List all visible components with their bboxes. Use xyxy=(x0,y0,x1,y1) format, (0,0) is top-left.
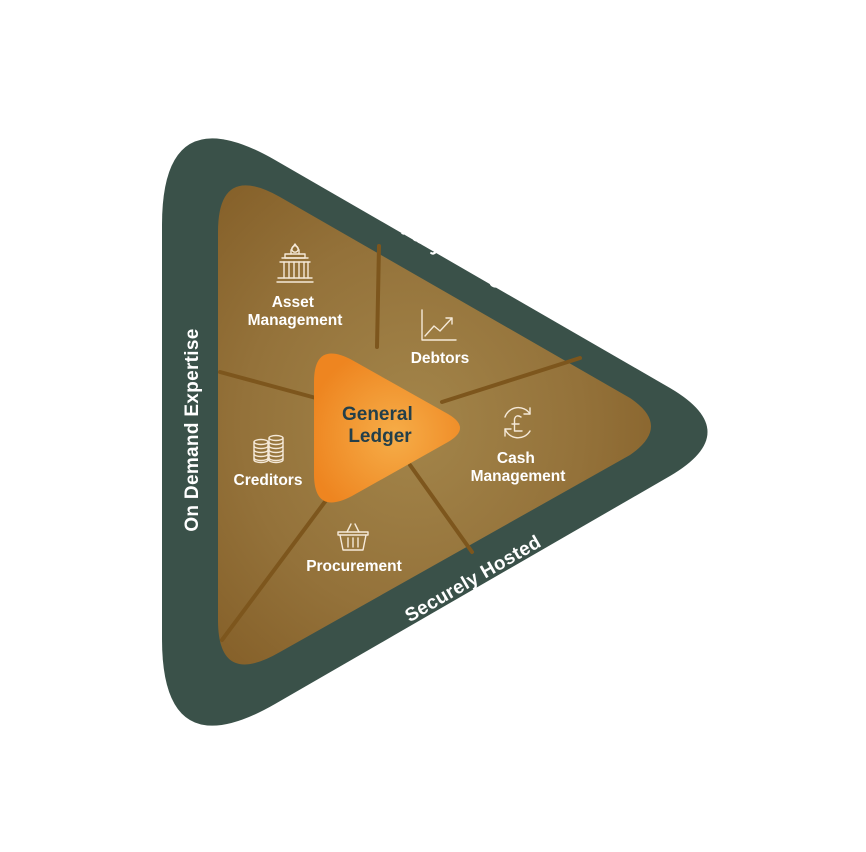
segment-creditors: Creditors xyxy=(234,434,303,489)
segment-asset-management: Asset Management xyxy=(248,243,343,329)
cash-label-line1: Cash xyxy=(497,450,535,467)
segment-procurement: Procurement xyxy=(306,523,402,575)
cash-label-line2: Management xyxy=(471,468,566,485)
divider-cash-procurement xyxy=(408,463,474,554)
segment-debtors: Debtors xyxy=(411,309,470,367)
asset-label: Asset Management xyxy=(248,294,343,329)
center-title: General Ledger xyxy=(342,404,418,447)
segment-dividers xyxy=(218,244,582,642)
creditors-label: Creditors xyxy=(234,472,303,489)
edge-label-left-text: On Demand Expertise xyxy=(182,328,203,531)
center-title-line1: General xyxy=(342,404,413,425)
divider-creditors-asset xyxy=(218,370,318,400)
line-chart-icon xyxy=(421,309,457,341)
segment-cash-management: Cash Management xyxy=(471,406,566,485)
divider-asset-debtors xyxy=(375,244,381,349)
divider-procurement-creditors xyxy=(220,493,332,642)
cash-label: Cash Management xyxy=(471,450,566,485)
coin-stack-icon xyxy=(253,434,284,464)
center-title-line2: Ledger xyxy=(348,426,412,447)
center-triangle xyxy=(314,353,460,503)
bank-building-icon xyxy=(276,243,314,283)
divider-debtors-cash xyxy=(440,356,582,404)
shopping-basket-icon xyxy=(337,523,369,551)
procurement-label: Procurement xyxy=(306,558,402,575)
edge-label-left: On Demand Expertise xyxy=(182,328,203,531)
asset-label-line2: Management xyxy=(248,312,343,329)
pound-cycle-icon xyxy=(504,406,531,439)
debtors-label: Debtors xyxy=(411,350,470,367)
asset-label-line1: Asset xyxy=(272,294,314,311)
